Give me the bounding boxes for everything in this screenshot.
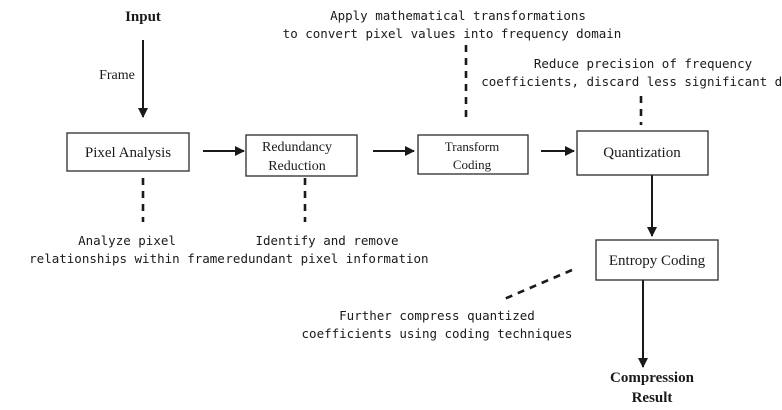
- note-pixel-analysis-line-1: Analyze pixel: [78, 233, 176, 248]
- node-quantization-label: Quantization: [603, 145, 681, 161]
- note-quantization-line-2: coefficients, discard less significant d…: [481, 74, 782, 89]
- note-quantization-line-1: Reduce precision of frequency: [534, 56, 753, 71]
- note-entropy-coding-line-1: Further compress quantized: [339, 308, 535, 323]
- note-redundancy-reduction-line-2: redundant pixel information: [225, 251, 428, 266]
- note-entropy-coding-line-2: coefficients using coding techniques: [302, 326, 573, 341]
- output-label-line-2: Result: [632, 390, 673, 406]
- note-pixel-analysis-line-2: relationships within frame: [29, 251, 225, 266]
- note-transform-coding-line-2: to convert pixel values into frequency d…: [283, 26, 622, 41]
- node-quantization: Quantization: [576, 130, 709, 176]
- note-transform-coding-line-1: Apply mathematical transformations: [330, 8, 586, 23]
- node-pixel-analysis: Pixel Analysis: [66, 132, 190, 172]
- node-redundancy-reduction-label-line-1: Redundancy: [262, 140, 332, 155]
- frame-label: Frame: [99, 68, 135, 83]
- node-entropy-coding: Entropy Coding: [595, 239, 719, 281]
- input-label: Input: [125, 9, 161, 25]
- output-label-line-1: Compression: [610, 370, 695, 386]
- node-transform-coding-label-line-1: Transform: [445, 139, 499, 154]
- node-redundancy-reduction-label-line-2: Reduction: [268, 159, 326, 174]
- node-transform-coding: Transform Coding: [417, 134, 529, 175]
- node-redundancy-reduction: Redundancy Reduction: [245, 134, 358, 177]
- note-redundancy-reduction-line-1: Identify and remove: [256, 233, 399, 248]
- connector-entropy-coding-note: [501, 268, 573, 302]
- node-entropy-coding-label: Entropy Coding: [609, 253, 706, 269]
- node-pixel-analysis-label: Pixel Analysis: [85, 145, 171, 161]
- node-transform-coding-label-line-2: Coding: [453, 157, 492, 172]
